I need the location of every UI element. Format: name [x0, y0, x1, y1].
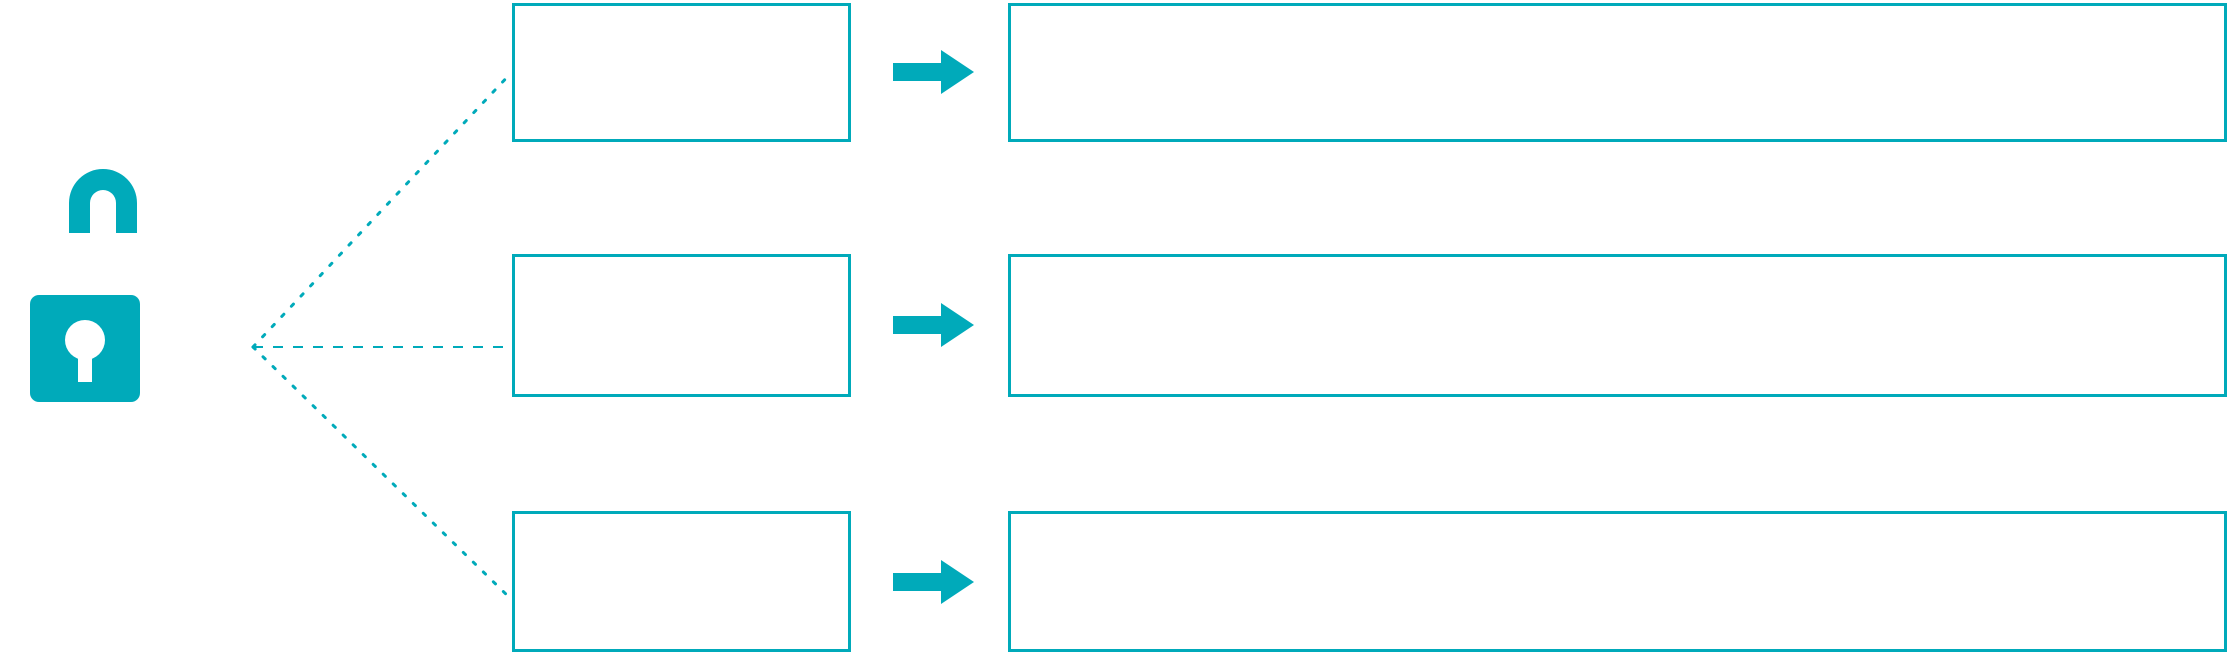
arrow-right-icon-row-3: [893, 560, 974, 604]
left-box-row-2[interactable]: [512, 254, 851, 397]
right-box-row-1[interactable]: [1008, 3, 2227, 142]
lock-icon: [30, 169, 140, 402]
flow-row-1: [0, 0, 2229, 145]
right-box-row-2[interactable]: [1008, 254, 2227, 397]
left-box-row-3[interactable]: [512, 511, 851, 652]
arrow-right-icon-row-1: [893, 50, 974, 94]
right-box-row-3[interactable]: [1008, 511, 2227, 652]
arrow-right-icon-row-2: [893, 303, 974, 347]
left-box-row-1[interactable]: [512, 3, 851, 142]
